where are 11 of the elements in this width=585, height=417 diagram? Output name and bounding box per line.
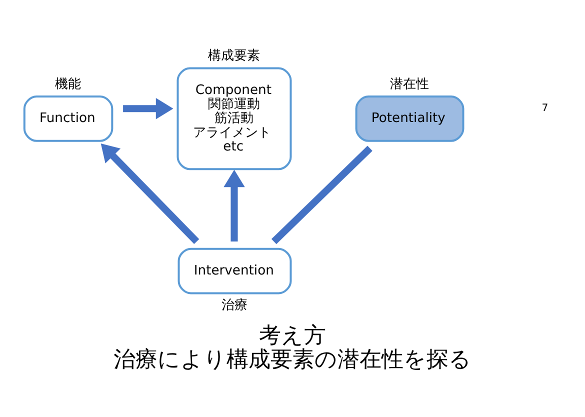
node-label: 潜在性: [390, 76, 430, 92]
caption: 治療により構成要素の潜在性を探る: [114, 346, 472, 372]
arrow: [100, 142, 200, 244]
diagram-title: 考え方: [259, 322, 326, 348]
arrow: [123, 97, 174, 119]
node-label: 構成要素: [208, 48, 260, 64]
node-label: 機能: [55, 76, 82, 92]
arrow: [224, 169, 245, 241]
label: 7: [542, 102, 548, 114]
node-label: 治療: [222, 297, 248, 312]
connector: [271, 145, 372, 244]
